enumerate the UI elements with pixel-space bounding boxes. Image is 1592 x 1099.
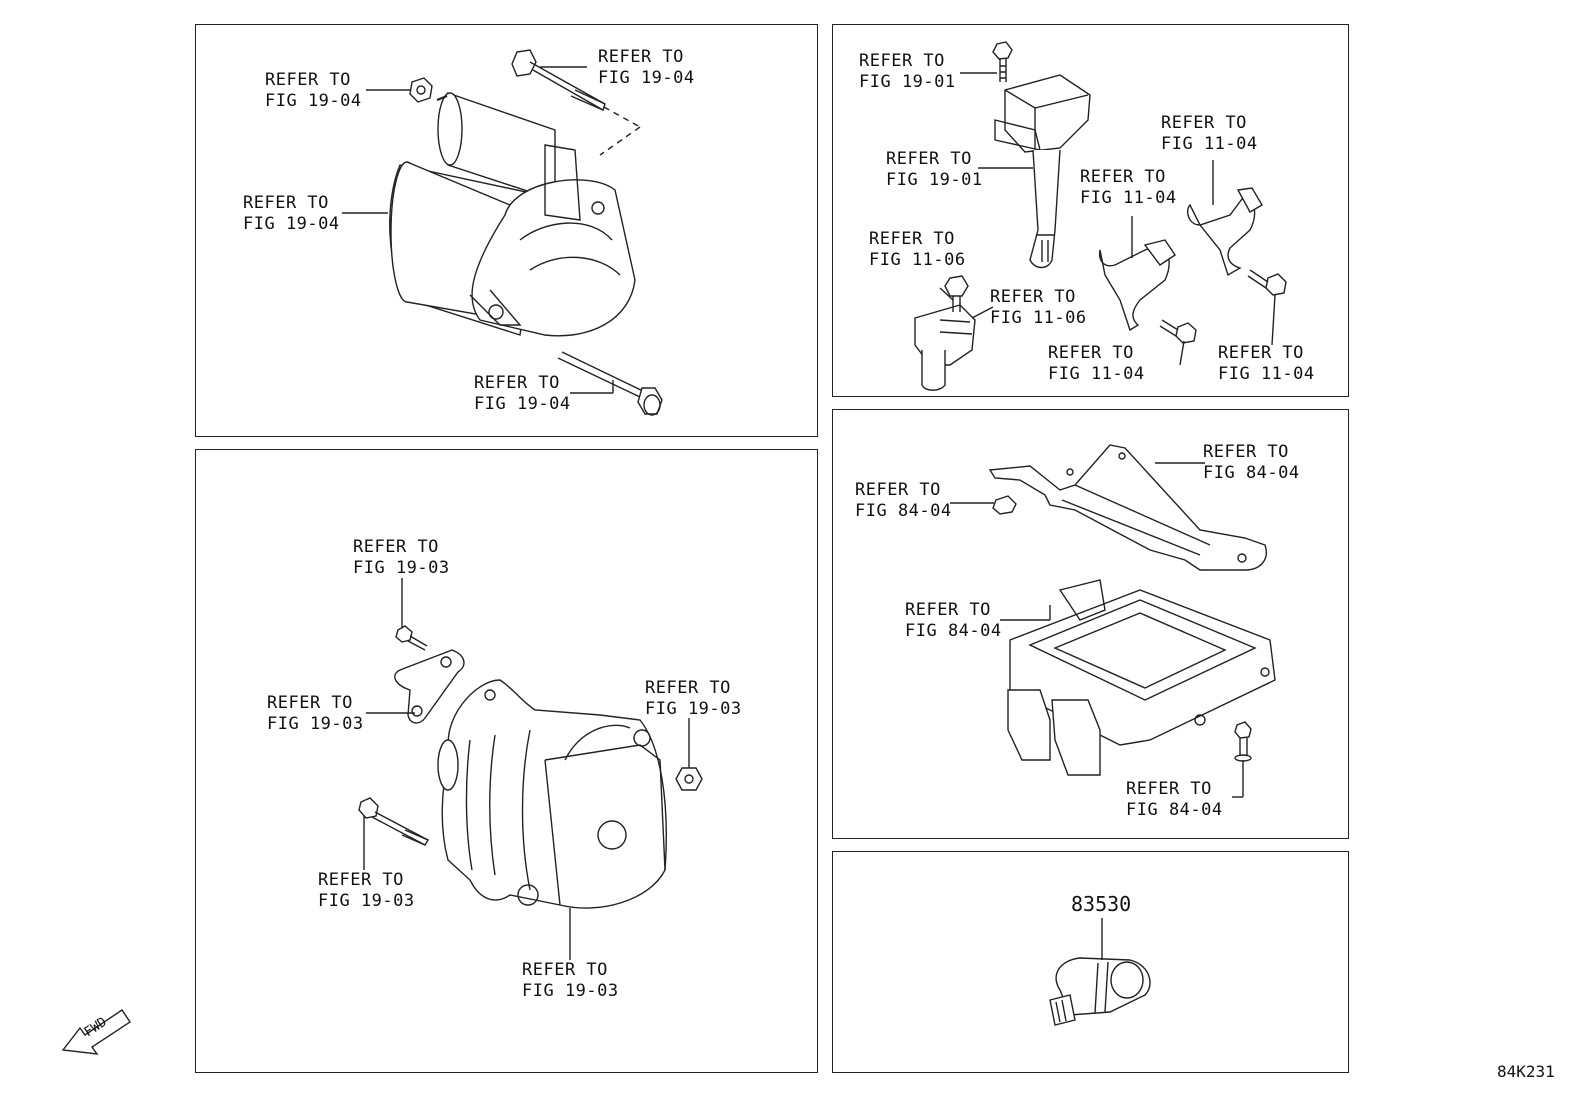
callout-line2: FIG 11-04 — [1218, 364, 1315, 384]
ecu-leaders — [950, 462, 1244, 798]
diagram-code: 84K231 — [1497, 1062, 1555, 1081]
callout-line2: FIG 19-01 — [886, 170, 983, 190]
callout-line1: REFER TO — [318, 870, 404, 890]
callout-line2: FIG 11-04 — [1080, 188, 1177, 208]
callout-line1: REFER TO — [886, 149, 972, 169]
alternator-drawing — [358, 625, 703, 909]
pressure-switch-drawing — [1049, 957, 1151, 1026]
callout-line2: FIG 19-03 — [267, 714, 364, 734]
callout-line1: REFER TO — [1126, 779, 1212, 799]
callout-line2: FIG 19-03 — [645, 699, 742, 719]
panel-starter — [195, 24, 818, 437]
ecu-bracket-drawing — [988, 444, 1267, 571]
callout-line2: FIG 19-03 — [318, 891, 415, 911]
callout-line1: REFER TO — [869, 229, 955, 249]
callout-line1: REFER TO — [645, 678, 731, 698]
callout-line2: FIG 11-06 — [869, 250, 966, 270]
panel-ecu — [832, 409, 1349, 839]
callout-line1: REFER TO — [243, 193, 329, 213]
callout-line2: FIG 11-04 — [1161, 134, 1258, 154]
callout-line1: REFER TO — [1203, 442, 1289, 462]
callout-line1: REFER TO — [267, 693, 353, 713]
callout-line1: REFER TO — [1080, 167, 1166, 187]
callout-line2: FIG 11-06 — [990, 308, 1087, 328]
forward-direction-arrow-icon — [61, 1009, 131, 1055]
callout-line1: REFER TO — [474, 373, 560, 393]
alternator-leaders — [363, 578, 690, 960]
ecu-module-drawing — [1007, 579, 1276, 776]
callout-line2: FIG 19-03 — [522, 981, 619, 1001]
callout-line1: REFER TO — [598, 47, 684, 67]
panel-ignition-sensors — [832, 24, 1349, 397]
callout-line2: FIG 19-03 — [353, 558, 450, 578]
panel-switch — [832, 851, 1349, 1073]
callout-line1: REFER TO — [905, 600, 991, 620]
ecu-nut-drawing — [992, 495, 1017, 515]
callout-line1: REFER TO — [1048, 343, 1134, 363]
starter-motor-drawing — [389, 49, 663, 416]
crank-sensor-left-drawing — [914, 275, 976, 391]
callout-line2: FIG 84-04 — [1126, 800, 1223, 820]
callout-line1: REFER TO — [265, 70, 351, 90]
callout-line2: FIG 19-04 — [474, 394, 571, 414]
starter-leaders — [342, 66, 614, 394]
cam-sensor-middle-drawing — [1098, 239, 1197, 344]
callout-line1: REFER TO — [522, 960, 608, 980]
callout-line2: FIG 19-01 — [859, 72, 956, 92]
panel-alternator — [195, 449, 818, 1073]
callout-line2: FIG 84-04 — [1203, 463, 1300, 483]
callout-line2: FIG 19-04 — [598, 68, 695, 88]
callout-line2: FIG 84-04 — [855, 501, 952, 521]
callout-line1: REFER TO — [1218, 343, 1304, 363]
ignition-coil-drawing — [992, 41, 1091, 269]
callout-line1: REFER TO — [859, 51, 945, 71]
callout-line1: REFER TO — [1161, 113, 1247, 133]
callout-line2: FIG 84-04 — [905, 621, 1002, 641]
ignition-leaders — [939, 72, 1276, 366]
callout-line2: FIG 11-04 — [1048, 364, 1145, 384]
callout-line1: REFER TO — [990, 287, 1076, 307]
callout-line2: FIG 19-04 — [265, 91, 362, 111]
callout-line1: REFER TO — [353, 537, 439, 557]
part-number-83530: 83530 — [1071, 892, 1132, 916]
callout-line2: FIG 19-04 — [243, 214, 340, 234]
cam-sensor-right-drawing — [1187, 187, 1287, 296]
callout-line1: REFER TO — [855, 480, 941, 500]
